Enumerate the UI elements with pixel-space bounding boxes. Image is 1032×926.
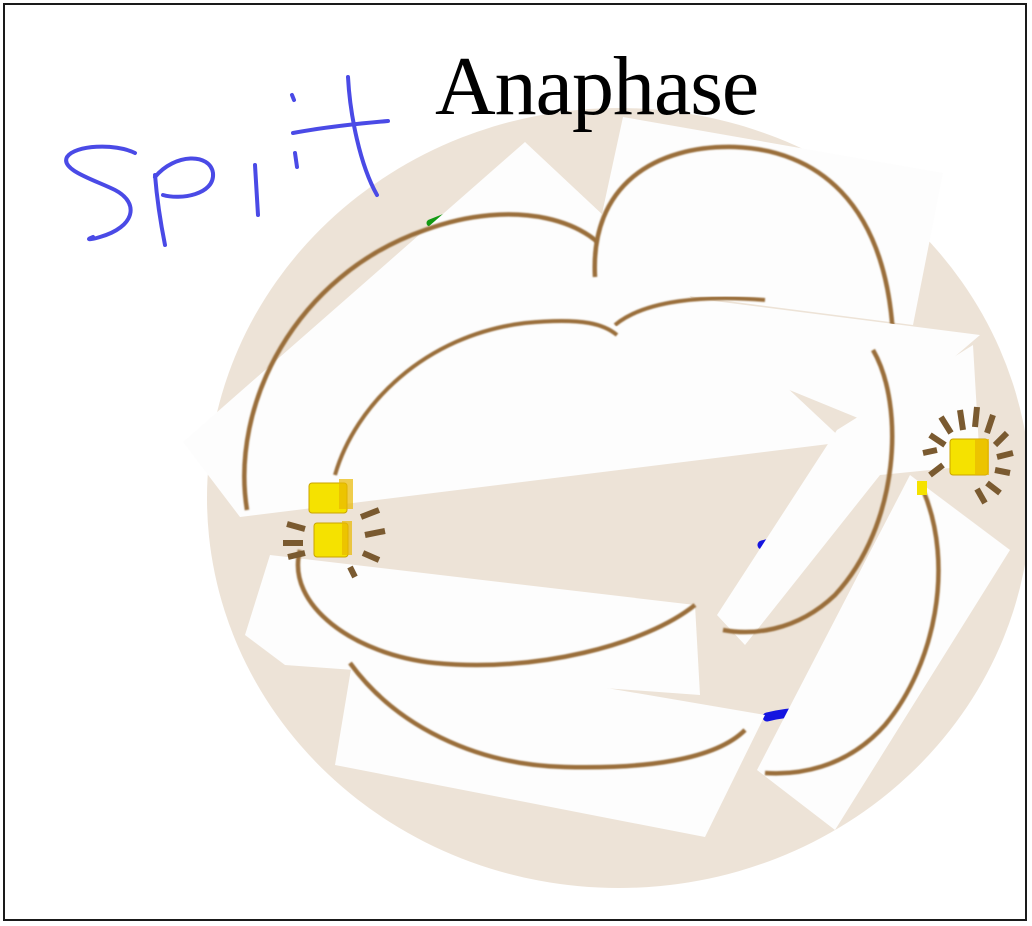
handwritten-annotation xyxy=(5,5,1027,921)
slide-frame: Anaphase xyxy=(3,3,1027,921)
slide-title: Anaphase xyxy=(435,37,815,137)
